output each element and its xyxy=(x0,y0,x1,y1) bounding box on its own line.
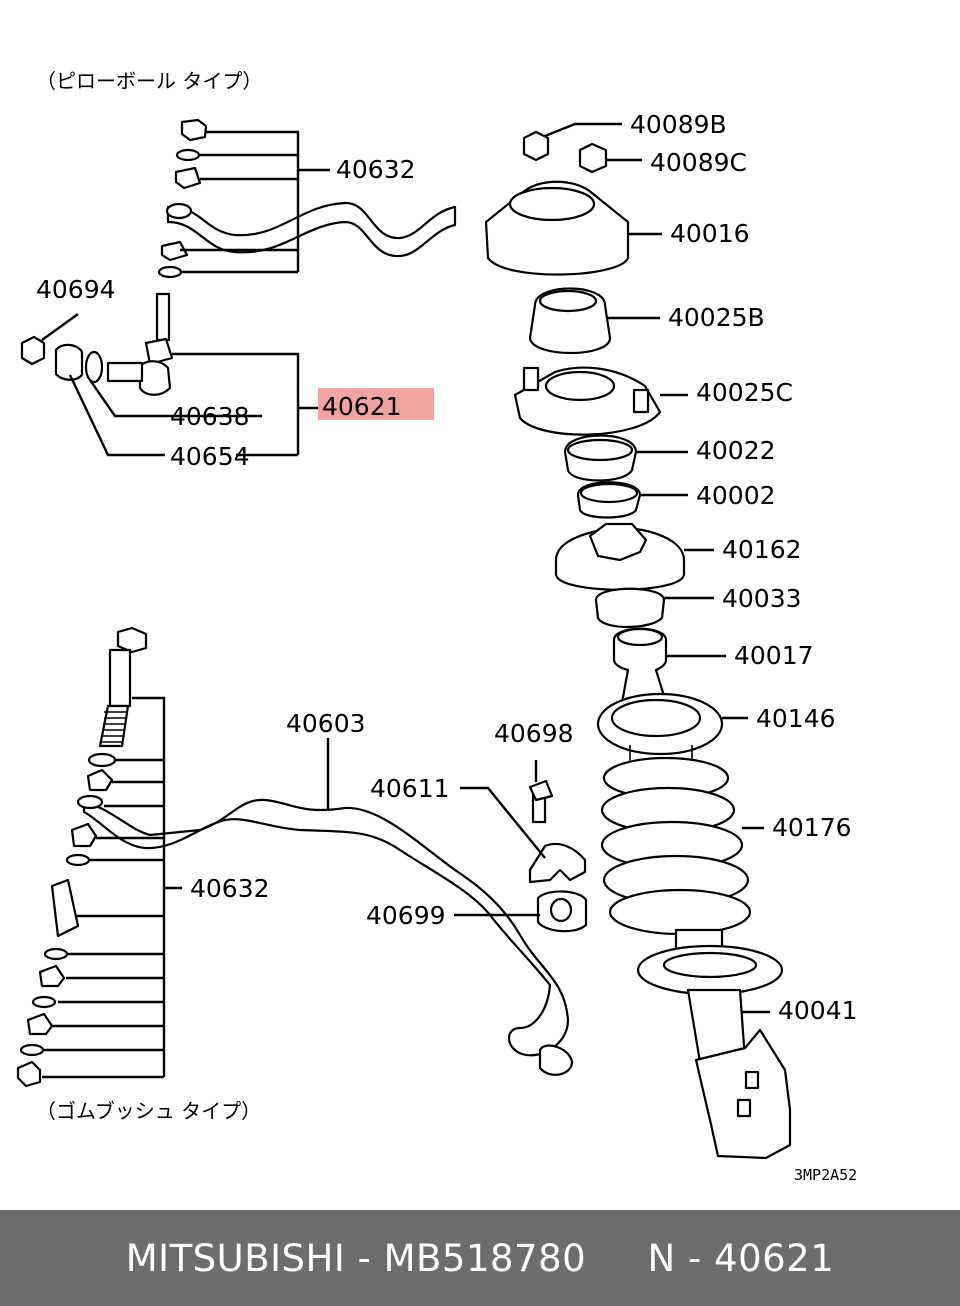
bearing-rings xyxy=(563,434,642,519)
lower-bolt-and-hardware xyxy=(16,626,148,1088)
label-40632-lower[interactable]: 40632 xyxy=(190,874,270,903)
lower-left-leaders xyxy=(42,696,546,1079)
part-highlight-40621 xyxy=(318,388,434,420)
strut-mount-40016 xyxy=(484,180,630,276)
upper-stabilizer-bar-drawing xyxy=(165,201,457,258)
upper-link-hardware xyxy=(157,118,208,279)
upper-left-leaders xyxy=(41,130,330,457)
label-40698[interactable]: 40698 xyxy=(494,719,574,748)
label-40025C[interactable]: 40025C xyxy=(696,378,793,407)
bush-40699 xyxy=(536,890,588,933)
link-nut-and-bushings xyxy=(20,335,104,384)
upper-seat-40162 xyxy=(554,522,686,591)
label-40611[interactable]: 40611 xyxy=(370,774,450,803)
shock-absorber-40041 xyxy=(636,928,792,1160)
part-footer-bar: MITSUBISHI - MB518780 N - 40621 xyxy=(0,1210,960,1306)
label-40017[interactable]: 40017 xyxy=(734,641,814,670)
spring-seat-40146 xyxy=(596,692,724,780)
bump-stop-40025B xyxy=(528,287,612,354)
link-stud-drawing xyxy=(106,292,174,396)
right-leaders xyxy=(544,122,770,1014)
label-40638[interactable]: 40638 xyxy=(170,402,250,431)
spring-seat-40025C xyxy=(513,366,662,436)
label-40025B[interactable]: 40025B xyxy=(668,303,765,332)
label-40694[interactable]: 40694 xyxy=(36,275,116,304)
dust-boot-seat-40033 xyxy=(594,587,666,628)
label-40033[interactable]: 40033 xyxy=(722,584,802,613)
label-40089B[interactable]: 40089B xyxy=(630,110,727,139)
label-40603[interactable]: 40603 xyxy=(286,709,366,738)
label-40041[interactable]: 40041 xyxy=(778,996,858,1025)
label-40089C[interactable]: 40089C xyxy=(650,148,747,177)
label-40632-upper[interactable]: 40632 xyxy=(336,155,416,184)
stabilizer-bar-40603 xyxy=(82,798,574,1076)
footer-part-number: MITSUBISHI - MB518780 N - 40621 xyxy=(125,1236,835,1280)
label-40699[interactable]: 40699 xyxy=(366,901,446,930)
label-40022[interactable]: 40022 xyxy=(696,436,776,465)
label-40146[interactable]: 40146 xyxy=(756,704,836,733)
strut-top-nuts xyxy=(522,130,608,174)
label-40016[interactable]: 40016 xyxy=(670,219,750,248)
drawing-code: 3MP2A52 xyxy=(794,1166,857,1184)
caption-pillow-ball-type: （ピローボール タイプ） xyxy=(36,69,262,93)
label-40654[interactable]: 40654 xyxy=(170,442,250,471)
bush-bracket-40611 xyxy=(528,779,587,884)
label-40621[interactable]: 40621 xyxy=(322,392,402,421)
label-40162[interactable]: 40162 xyxy=(722,535,802,564)
caption-rubber-bush-type: （ゴムブッシュ タイプ） xyxy=(36,1099,261,1123)
label-40176[interactable]: 40176 xyxy=(772,813,852,842)
label-40002[interactable]: 40002 xyxy=(696,481,776,510)
parts-diagram: （ピローボール タイプ） （ゴムブッシュ タイプ） 3MP2A52 xyxy=(16,69,858,1184)
coil-spring-40176 xyxy=(600,756,752,936)
